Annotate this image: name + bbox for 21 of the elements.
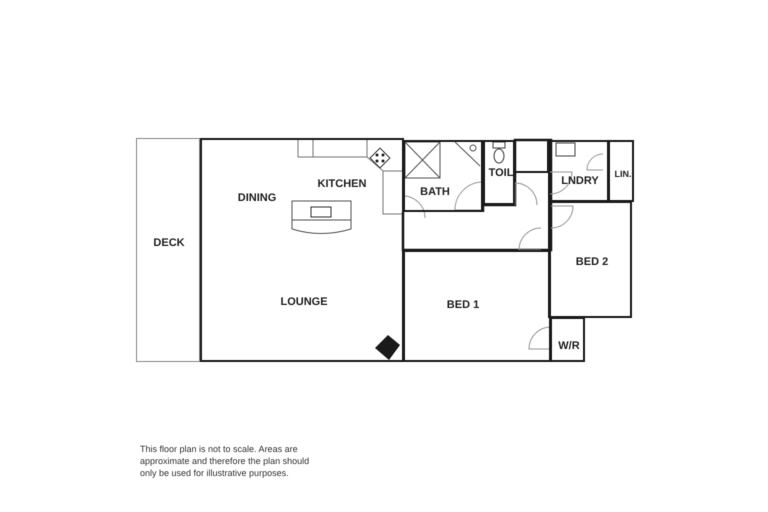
room-outline [200, 138, 404, 362]
room-label: W/R [558, 340, 580, 352]
room-label: LOUNGE [280, 296, 328, 308]
deck-outline [136, 138, 200, 362]
room-outline [548, 201, 632, 318]
room-label: KITCHEN [318, 178, 366, 190]
room-label: LNDRY [561, 175, 599, 187]
room-outline [608, 140, 634, 202]
room-label: BED 1 [446, 299, 480, 311]
room-label: DECK [153, 237, 185, 249]
room-label: DINING [238, 192, 276, 204]
disclaimer-note: This floor plan is not to scale. Areas are approximate and therefore the plan should only be used for illustrative purposes. [140, 443, 310, 479]
room-label: LIN. [614, 169, 632, 179]
room-outline [483, 140, 515, 205]
room-outline [548, 140, 609, 202]
room-label: BED 2 [576, 256, 608, 268]
room-outline [403, 140, 483, 212]
room-label: BATH [420, 186, 450, 198]
room-label: TOIL [488, 167, 514, 179]
room-outline [403, 250, 551, 362]
room-outline [550, 317, 585, 362]
